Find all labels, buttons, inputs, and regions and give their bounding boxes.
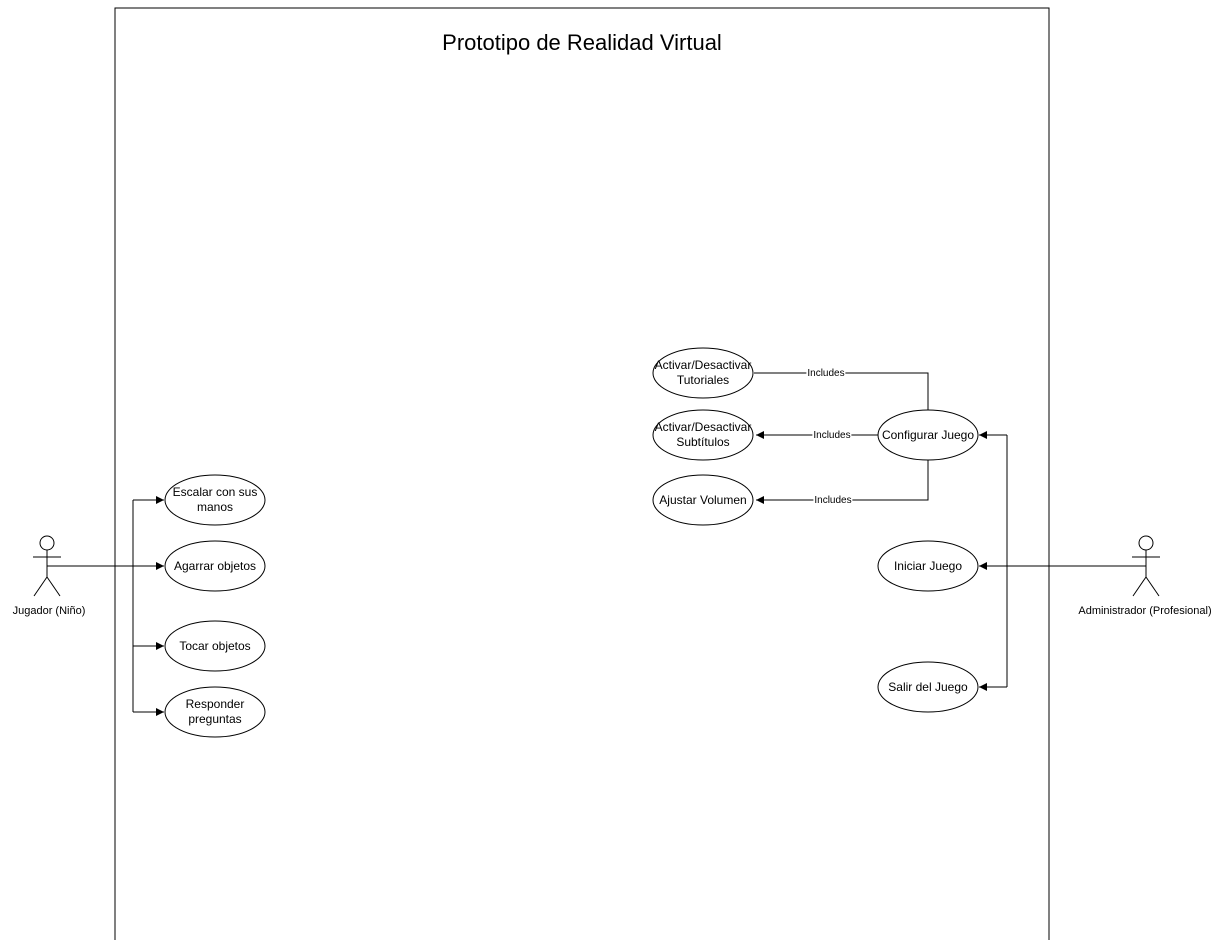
usecase-configurar: Configurar Juego [881, 427, 975, 442]
includes-label-subtitulos: Includes [812, 430, 852, 442]
usecase-agarrar-shape [164, 540, 266, 592]
usecase-volumen: Ajustar Volumen [659, 492, 747, 507]
usecase-agarrar: Agarrar objetos [173, 558, 257, 573]
system-title: Prototipo de Realidad Virtual [442, 30, 722, 55]
usecase-responder-shape [164, 686, 266, 738]
actor-player-figure [33, 535, 61, 597]
usecase-escalar-shape [164, 474, 266, 526]
player-connectors [47, 496, 164, 716]
includes-label-tutoriales: Includes [806, 368, 846, 380]
actor-admin-figure [1132, 535, 1160, 597]
usecase-tutoriales: Activar/Desactivar Tutoriales [654, 358, 752, 387]
usecase-subtitulos: Activar/Desactivar Subtítulos [654, 420, 752, 449]
usecase-responder: Responder preguntas [185, 697, 245, 726]
usecase-configurar-shape [877, 409, 979, 461]
usecase-iniciar-shape [877, 540, 979, 592]
includes-label-volumen: Includes [813, 495, 853, 507]
actor-player-label: Jugador (Niño) [12, 605, 86, 617]
usecase-tocar-shape [164, 620, 266, 672]
usecase-salir: Salir del Juego [888, 679, 968, 694]
admin-connectors [979, 431, 1146, 691]
usecase-volumen-shape [652, 474, 754, 526]
actor-admin-label: Administrador (Profesional) [1078, 605, 1212, 617]
usecase-subtitulos-shape [652, 409, 754, 461]
usecase-escalar: Escalar con sus manos [172, 485, 258, 514]
usecase-salir-shape [877, 661, 979, 713]
usecase-tutoriales-shape [652, 347, 754, 399]
usecase-tocar: Tocar objetos [179, 638, 251, 653]
usecase-iniciar: Iniciar Juego [893, 558, 963, 573]
system-boundary [114, 7, 1050, 940]
edge-configurar-volumen [756, 460, 929, 504]
